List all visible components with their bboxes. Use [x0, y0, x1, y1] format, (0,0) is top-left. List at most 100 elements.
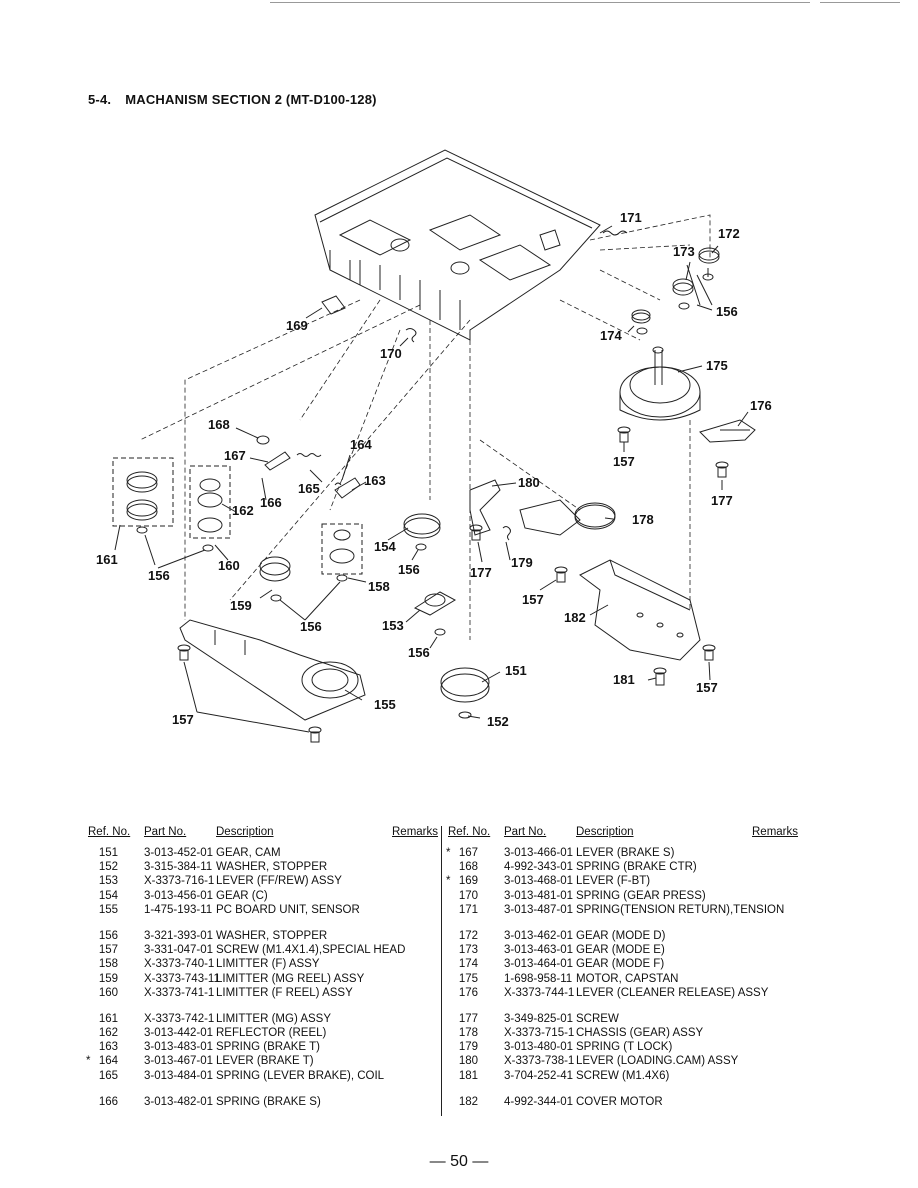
ref-number: 163 [98, 1041, 118, 1054]
parts-table-right: Ref. No. Part No. Description Remarks *1… [446, 826, 798, 1109]
part-number: X-3373-744-1 [504, 986, 575, 999]
part-description: LIMITTER (MG REEL) ASSY [216, 972, 365, 985]
section-title: MACHANISM SECTION 2 (MT-D100-128) [125, 92, 377, 107]
part-description: GEAR (MODE D) [576, 929, 666, 942]
part-number: 3-013-466-01 [504, 847, 574, 859]
parts-table-left: Ref. No. Part No. Description Remarks 15… [86, 826, 439, 1109]
callout-label: 166 [260, 495, 282, 510]
callout-label: 159 [230, 598, 252, 613]
part-number: 3-013-452-01 [144, 847, 214, 859]
part-description: SCREW [576, 1012, 619, 1025]
top-scan-line-2 [820, 2, 900, 3]
part-number: 3-013-464-01 [504, 958, 574, 971]
callout-label: 176 [750, 398, 772, 413]
ref-number: 180 [458, 1055, 478, 1068]
ref-number: 181 [458, 1069, 478, 1082]
group-spacer [86, 1000, 436, 1012]
ref-number: 154 [98, 889, 118, 902]
ref-number: 168 [458, 861, 478, 874]
part-description: COVER MOTOR [576, 1095, 663, 1108]
callout-label: 151 [505, 663, 527, 678]
ref-number: 175 [458, 972, 478, 985]
part-description: SPRING (BRAKE S) [216, 1095, 321, 1108]
callout-label: 156 [716, 304, 738, 319]
part-description: REFLECTOR (REEL) [216, 1027, 327, 1040]
section-number: 5-4. [88, 92, 112, 107]
part-description: LEVER (LOADING.CAM) ASSY [576, 1055, 739, 1068]
part-callouts: 171 172 173 156 174 175 176 169 170 168 … [96, 210, 772, 729]
table-divider [441, 826, 442, 1116]
revision-mark: * [446, 875, 451, 888]
part-description: SCREW (M1.4X6) [576, 1069, 670, 1082]
ref-number: 182 [458, 1095, 478, 1108]
part-number: 3-013-487-01 [504, 903, 574, 916]
callout-label: 168 [208, 417, 230, 432]
callout-label: 173 [673, 244, 695, 259]
part-description: SPRING (T LOCK) [576, 1041, 673, 1054]
part-description: GEAR, CAM [216, 847, 281, 859]
callout-label: 158 [368, 579, 390, 594]
part-description: WASHER, STOPPER [216, 861, 328, 874]
callout-label: 164 [350, 437, 372, 452]
header-remarks: Remarks [392, 826, 439, 838]
header-description: Description [216, 826, 274, 838]
callout-label: 156 [300, 619, 322, 634]
callout-label: 167 [224, 448, 246, 463]
part-number: 3-321-393-01 [144, 929, 214, 942]
callout-label: 182 [564, 610, 586, 625]
ref-number: 174 [458, 958, 478, 971]
part-description: SPRING (BRAKE T) [216, 1041, 320, 1054]
group-spacer [446, 1083, 796, 1095]
part-description: LIMITTER (MG) ASSY [216, 1012, 332, 1025]
part-number: 3-013-462-01 [504, 929, 574, 942]
callout-label: 156 [408, 645, 430, 660]
part-number: X-3373-740-1 [144, 958, 215, 971]
part-number: 1-475-193-11 [144, 903, 213, 916]
table-header: Ref. No. Part No. Description Remarks [446, 826, 798, 846]
callout-label: 177 [711, 493, 733, 508]
ref-number: 173 [458, 944, 478, 957]
part-number: 3-013-484-01 [144, 1069, 214, 1082]
callout-label: 155 [374, 697, 396, 712]
part-description: PC BOARD UNIT, SENSOR [216, 903, 360, 916]
callout-label: 165 [298, 481, 320, 496]
part-number: X-3373-716-1 [144, 875, 215, 888]
callout-label: 157 [172, 712, 194, 727]
part-number: X-3373-715-1 [504, 1027, 575, 1040]
header-part: Part No. [504, 826, 547, 838]
part-number: 3-315-384-11 [144, 861, 213, 874]
part-description: LEVER (F-BT) [576, 875, 651, 888]
part-number: X-3373-741-1 [144, 986, 215, 999]
ref-number: 152 [98, 861, 118, 874]
part-number: 3-013-483-01 [144, 1041, 214, 1054]
ref-number: 178 [458, 1027, 478, 1040]
part-description: SPRING (BRAKE CTR) [576, 861, 697, 874]
part-description: GEAR (MODE E) [576, 944, 665, 957]
callout-label: 157 [613, 454, 635, 469]
ref-number: 157 [98, 944, 118, 957]
group-spacer [86, 917, 436, 929]
header-ref: Ref. No. [448, 826, 491, 838]
top-scan-line [270, 2, 810, 3]
ref-number: 151 [98, 847, 118, 859]
ref-number: 158 [98, 958, 118, 971]
header-part: Part No. [144, 826, 187, 838]
